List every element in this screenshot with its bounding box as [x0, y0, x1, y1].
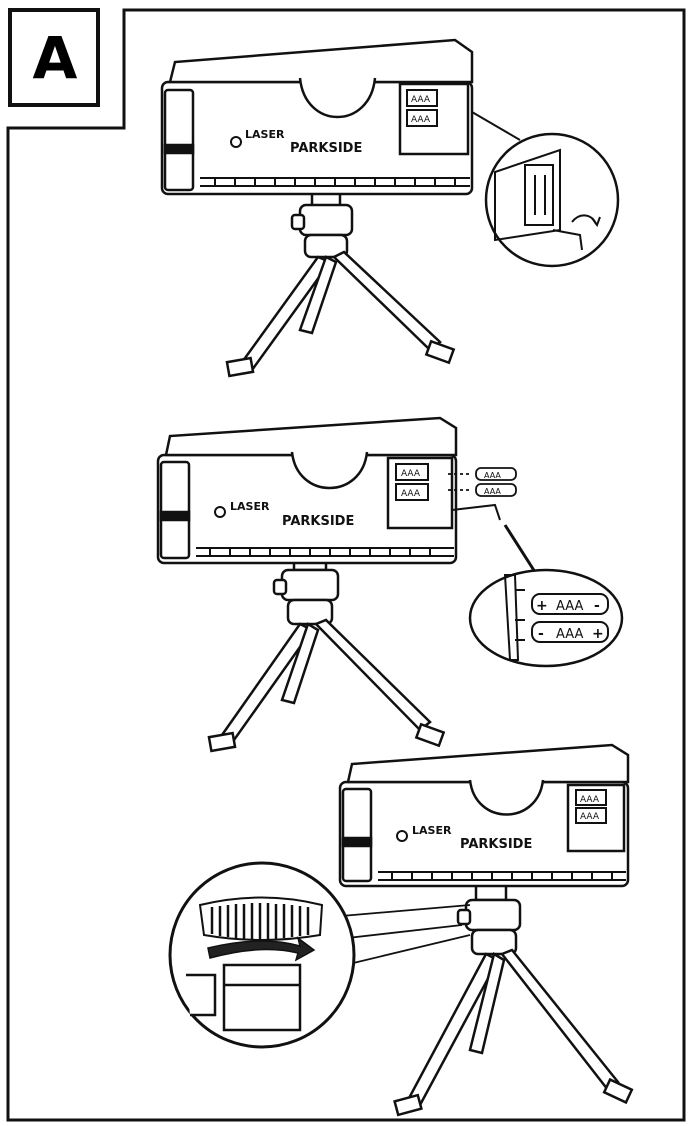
step-3-device: LASER PARKSIDE AAA AAA — [168, 743, 634, 1117]
brand-label: PARKSIDE — [282, 514, 354, 529]
tripod-2 — [207, 550, 446, 753]
figure-frame — [6, 8, 686, 1122]
battery-label-top: AAA — [401, 469, 421, 479]
polarity-minus-top: - — [594, 598, 600, 614]
loose-battery-label-top: AAA — [484, 471, 501, 480]
battery-label-top: AAA — [411, 95, 431, 105]
tripod-3 — [393, 880, 634, 1117]
polarity-plus-bottom: + — [592, 626, 604, 642]
figure-label: A — [32, 24, 78, 92]
battery-polarity-zoom — [468, 568, 624, 668]
laser-label: LASER — [412, 824, 452, 837]
battery-label-bottom: AAA — [411, 115, 431, 125]
battery-lid-zoom — [484, 132, 620, 268]
battery-label-bottom: AAA — [401, 489, 421, 499]
polarity-minus-bottom: - — [538, 626, 544, 642]
step-2-device: LASER PARKSIDE AAA AAA AAA AAA + AAA - -… — [156, 416, 624, 753]
rotation-arrow-icon — [207, 936, 316, 962]
tripod-screw-zoom — [168, 861, 356, 1049]
laser-label: LASER — [245, 128, 285, 141]
step-1-device: LASER PARKSIDE AAA AAA — [160, 38, 620, 378]
callout-line-2 — [503, 524, 537, 573]
tripod-1 — [225, 188, 456, 378]
zoom-battery-label-top: AAA — [556, 599, 584, 614]
loose-batteries — [448, 467, 517, 497]
battery-label-bottom: AAA — [580, 812, 600, 822]
label-box — [8, 8, 100, 107]
zoom-battery-label-bottom: AAA — [556, 627, 584, 642]
laser-label: LASER — [230, 500, 270, 513]
brand-label: PARKSIDE — [460, 837, 532, 852]
polarity-plus-top: + — [536, 598, 548, 614]
loose-battery-label-bottom: AAA — [484, 487, 501, 496]
battery-label-top: AAA — [580, 795, 600, 805]
brand-label: PARKSIDE — [290, 141, 362, 156]
callout-line-1 — [471, 111, 521, 141]
